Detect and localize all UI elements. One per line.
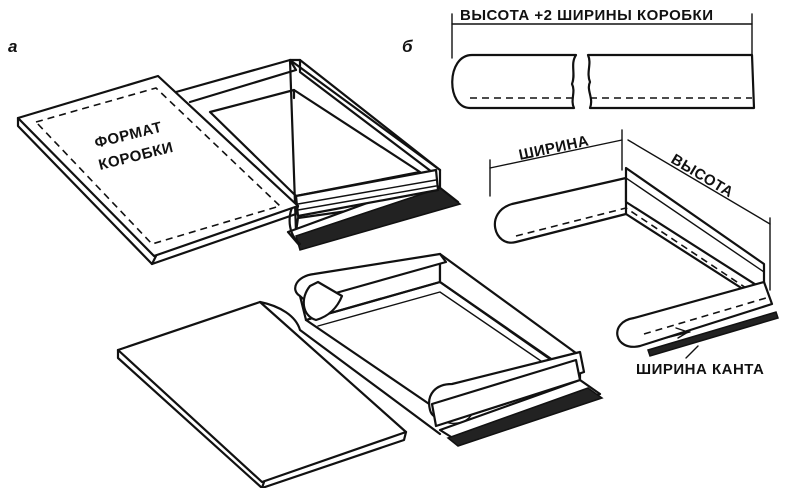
strip-diagram: ВЫСОТА +2 ШИРИНЫ КОРОБКИ [451,7,756,110]
edge-width-label: ШИРИНА КАНТА [636,361,764,378]
strip-length-label: ВЫСОТА +2 ШИРИНЫ КОРОБКИ [460,7,713,24]
panel-label-a: а [8,37,17,56]
height-label: ВЫСОТА [668,151,737,201]
closed-box-illustration: ФОРМАТ КОРОБКИ [16,58,462,266]
panel-label-b: б [402,37,413,56]
width-label: ШИРИНА [517,132,590,163]
open-box-illustration [116,252,604,488]
